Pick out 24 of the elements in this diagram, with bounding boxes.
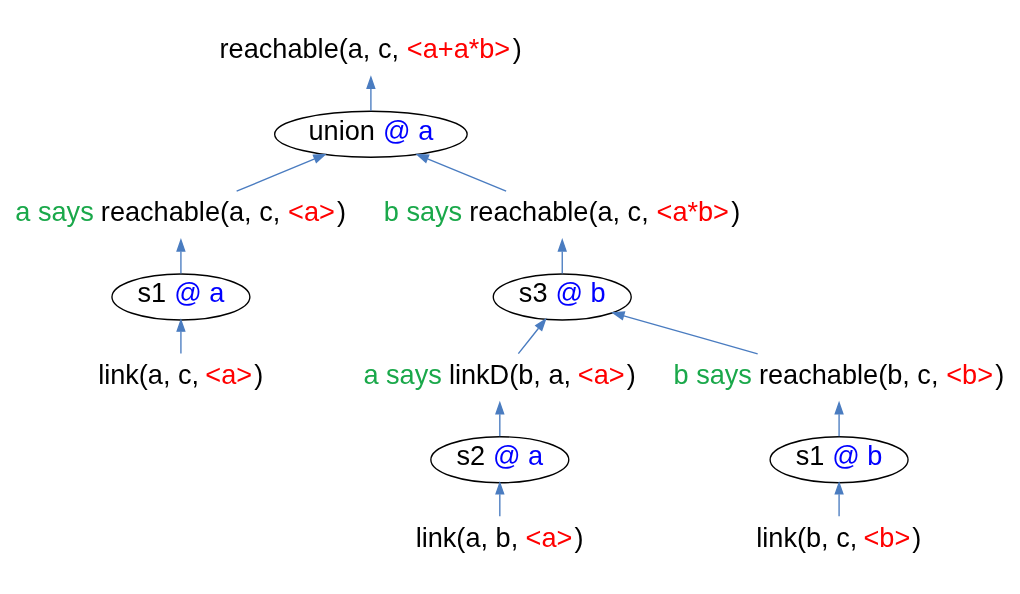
arrow <box>611 311 759 355</box>
node-text: b says reachable(b, c, <b>) <box>673 358 1005 390</box>
arrow <box>366 75 376 112</box>
arrow <box>495 400 505 437</box>
arrow <box>176 238 186 275</box>
arrow <box>834 481 844 517</box>
arrow <box>235 153 327 192</box>
node-text: link(a, b, <a>) <box>415 521 584 553</box>
node-ellipse: s1 @ a <box>111 273 251 321</box>
node-ellipse: union @ a <box>274 110 468 158</box>
node-text: a says linkD(b, a, <a>) <box>363 358 636 390</box>
node-text: reachable(a, c, <a+a*b>) <box>219 33 522 65</box>
arrow <box>495 481 505 517</box>
node-text: link(b, c, <b>) <box>756 521 922 553</box>
node-ellipse: s1 @ b <box>769 436 909 484</box>
arrow <box>176 318 186 355</box>
arrow <box>557 238 567 275</box>
arrow <box>834 400 844 437</box>
node-ellipse: s2 @ a <box>430 436 570 484</box>
arrow <box>517 317 547 355</box>
node-text: link(a, c, <a>) <box>98 358 264 390</box>
node-text: b says reachable(a, c, <a*b>) <box>383 196 741 228</box>
arrow <box>415 153 507 192</box>
node-text: a says reachable(a, c, <a>) <box>15 196 347 228</box>
